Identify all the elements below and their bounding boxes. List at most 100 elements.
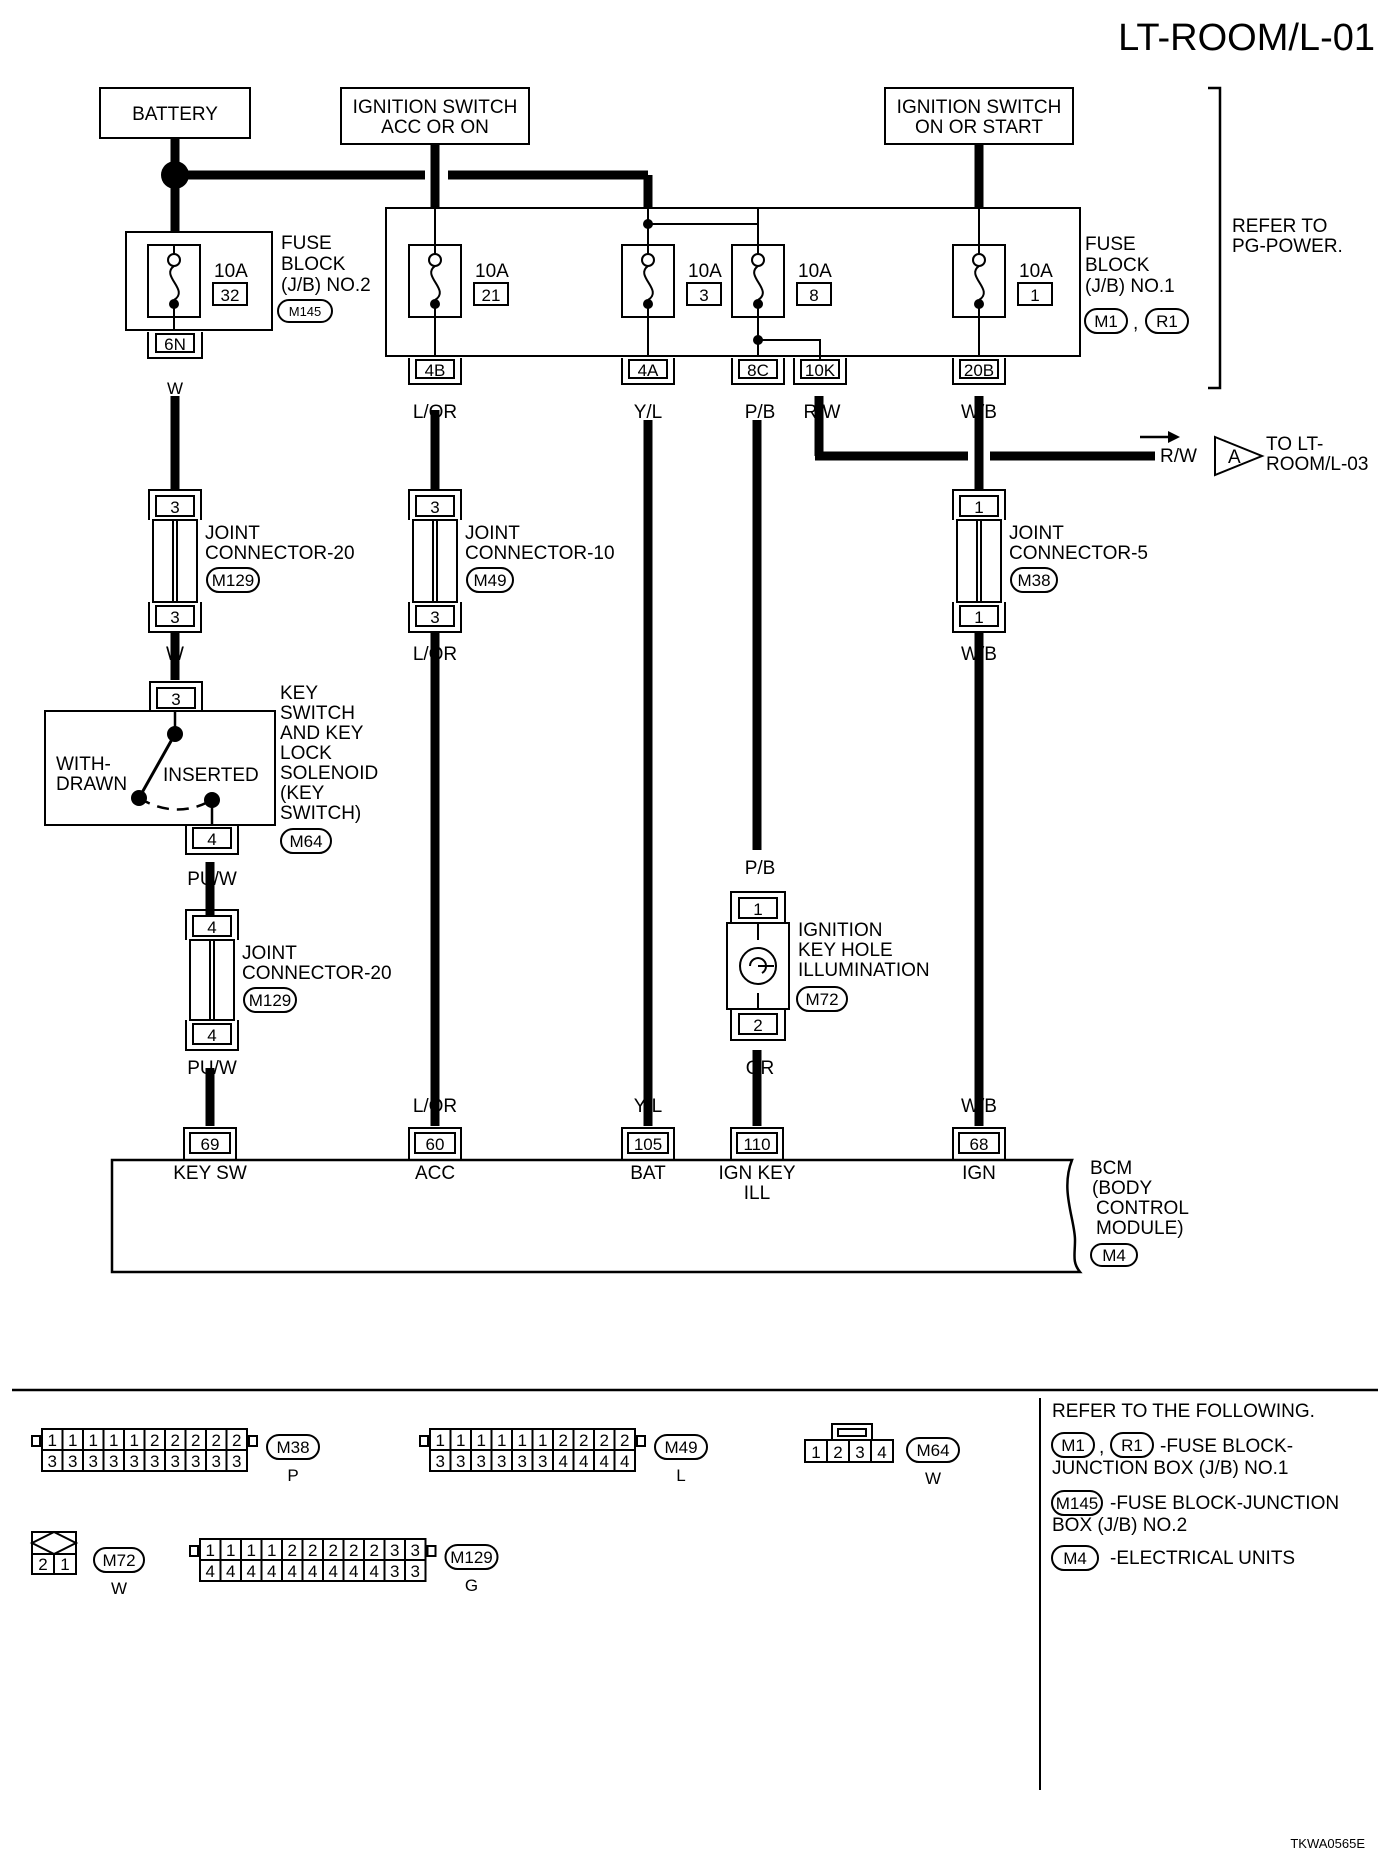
svg-text:2: 2	[349, 1541, 358, 1560]
svg-text:3: 3	[130, 1452, 139, 1471]
svg-text:1: 1	[60, 1555, 69, 1574]
svg-text:M72: M72	[805, 990, 838, 1009]
svg-text:P/B: P/B	[745, 858, 776, 879]
svg-text:FUSE: FUSE	[1085, 234, 1136, 255]
svg-text:4: 4	[370, 1562, 379, 1581]
svg-text:P: P	[287, 1466, 298, 1485]
svg-text:3: 3	[411, 1541, 420, 1560]
svg-text:1: 1	[206, 1541, 215, 1560]
svg-text:(BODY: (BODY	[1092, 1178, 1153, 1199]
svg-text:REFER TO THE FOLLOWING.: REFER TO THE FOLLOWING.	[1052, 1401, 1315, 1422]
svg-text:3: 3	[390, 1541, 399, 1560]
svg-text:3: 3	[477, 1452, 486, 1471]
svg-text:L/OR: L/OR	[413, 402, 457, 423]
svg-text:TO LT-: TO LT-	[1266, 434, 1323, 455]
terminal-20b: 20B	[952, 358, 1006, 385]
battery-splice	[161, 161, 189, 189]
bcm-module: BCM (BODY CONTROL MODULE) M4	[110, 1158, 1189, 1274]
terminal-8c: 8C	[731, 358, 785, 385]
svg-text:ROOM/L-03: ROOM/L-03	[1266, 454, 1368, 475]
svg-text:1: 1	[109, 1431, 118, 1450]
svg-text:4: 4	[559, 1452, 568, 1471]
svg-text:CONNECTOR-10: CONNECTOR-10	[465, 543, 615, 564]
svg-text:M129: M129	[450, 1548, 493, 1567]
svg-text:IGNITION SWITCH: IGNITION SWITCH	[353, 97, 518, 118]
svg-text:8C: 8C	[747, 361, 769, 380]
svg-text:CONTROL: CONTROL	[1096, 1198, 1189, 1219]
svg-text:1: 1	[477, 1431, 486, 1450]
svg-text:CONNECTOR-5: CONNECTOR-5	[1009, 543, 1148, 564]
svg-text:LOCK: LOCK	[280, 743, 332, 764]
fuse-rating: 10A	[798, 261, 832, 282]
fuse-block-1: FUSE BLOCK (J/B) NO.1 M1 , R1	[385, 207, 1189, 362]
fuse-number: 1	[1030, 286, 1039, 305]
svg-text:2: 2	[559, 1431, 568, 1450]
svg-text:W: W	[167, 379, 183, 398]
svg-text:3: 3	[171, 690, 180, 709]
svg-text:2: 2	[171, 1431, 180, 1450]
svg-text:4: 4	[620, 1452, 629, 1471]
terminal-4a: 4A	[621, 358, 675, 385]
svg-text:1: 1	[247, 1541, 256, 1560]
svg-text:M145: M145	[1056, 1494, 1099, 1513]
svg-text:2: 2	[753, 1016, 762, 1035]
svg-text:JOINT: JOINT	[242, 943, 297, 964]
svg-text:4: 4	[206, 1562, 215, 1581]
svg-text:3: 3	[390, 1562, 399, 1581]
refer-list: REFER TO THE FOLLOWING. M1 , R1 -FUSE BL…	[1051, 1401, 1339, 1571]
svg-text:3: 3	[232, 1452, 241, 1471]
svg-text:2: 2	[370, 1541, 379, 1560]
svg-text:BLOCK: BLOCK	[281, 254, 346, 275]
svg-text:10K: 10K	[805, 361, 836, 380]
svg-text:-FUSE BLOCK-JUNCTION: -FUSE BLOCK-JUNCTION	[1110, 1493, 1339, 1514]
bcm-pin: 110	[743, 1135, 770, 1154]
svg-text:3: 3	[538, 1452, 547, 1471]
fuse-rating: 10A	[1019, 261, 1053, 282]
svg-text:1: 1	[456, 1431, 465, 1450]
svg-text:M64: M64	[916, 1441, 949, 1460]
svg-text:2: 2	[833, 1443, 842, 1462]
svg-text:4: 4	[308, 1562, 317, 1581]
svg-text:2: 2	[212, 1431, 221, 1450]
fuse-rating: 10A	[475, 261, 509, 282]
fuse-rating: 10A	[688, 261, 722, 282]
svg-text:ACC OR ON: ACC OR ON	[381, 117, 489, 138]
svg-text:FUSE: FUSE	[281, 233, 332, 254]
svg-text:3: 3	[855, 1443, 864, 1462]
svg-text:4: 4	[600, 1452, 609, 1471]
svg-text:4: 4	[329, 1562, 338, 1581]
svg-text:6N: 6N	[164, 335, 186, 354]
terminal-4b: 4B	[408, 358, 462, 385]
wire-color-labels: W L/OR Y/L P/B R/W W/B W L/OR W/B PU/W P…	[166, 379, 997, 1117]
bcm-terminal-name: ILL	[744, 1183, 770, 1204]
svg-text:M4: M4	[1102, 1246, 1126, 1265]
battery-source: BATTERY	[99, 87, 251, 139]
terminal-6n: 6N	[147, 332, 203, 359]
fuse-block-2: 10A 32 FUSE BLOCK (J/B) NO.2 M145	[125, 231, 371, 331]
svg-text:2: 2	[288, 1541, 297, 1560]
svg-text:3: 3	[109, 1452, 118, 1471]
ignition-switch-acc-on: IGNITION SWITCH ACC OR ON	[340, 87, 530, 145]
svg-text:,: ,	[1133, 313, 1138, 334]
svg-text:4: 4	[877, 1443, 886, 1462]
svg-text:3: 3	[170, 498, 179, 517]
svg-text:1: 1	[436, 1431, 445, 1450]
svg-text:1: 1	[89, 1431, 98, 1450]
svg-text:L/OR: L/OR	[413, 1096, 457, 1117]
svg-text:4: 4	[207, 1026, 216, 1045]
svg-text:1: 1	[538, 1431, 547, 1450]
svg-text:M64: M64	[289, 832, 322, 851]
svg-text:PU/W: PU/W	[187, 869, 237, 890]
